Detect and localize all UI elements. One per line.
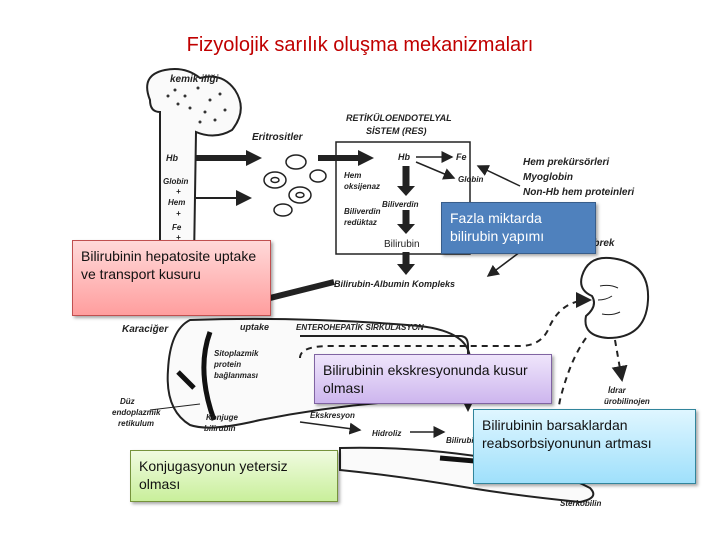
- intestine-shape: [339, 446, 595, 504]
- hepatocyte-membrane: [201, 331, 217, 421]
- label-biliverdin: Biliverdin: [382, 200, 419, 209]
- callout-hepatocyte-uptake: Bilirubinin hepatosite uptake ve transpo…: [72, 240, 271, 316]
- label-er-2: endoplazmik: [112, 408, 161, 417]
- label-conjugated-1: Konjuge: [206, 413, 239, 422]
- page-title: Fizyolojik sarılık oluşma mekanizmaları: [186, 34, 534, 56]
- label-left-plus-2: +: [176, 209, 181, 218]
- label-left-globin: Globin: [163, 177, 188, 186]
- label-left-fe: Fe: [172, 223, 182, 232]
- label-left-plus-3: +: [176, 233, 181, 242]
- label-res-title-2: SİSTEM (RES): [366, 126, 427, 136]
- label-myoglobin: Myoglobin: [523, 172, 573, 183]
- label-er-1: Düz: [120, 397, 135, 406]
- label-kidney: Böbrek: [580, 238, 615, 249]
- label-fe: Fe: [456, 152, 467, 162]
- label-stercobilin: Sterkobilin: [560, 499, 601, 508]
- label-left-hem: Hem: [168, 198, 185, 207]
- label-heme-oxygenase-2: oksijenaz: [344, 182, 380, 191]
- label-res-title-1: RETİKÜLOENDOTELYAL: [346, 113, 452, 123]
- label-erythrocytes: Eritrositler: [252, 132, 304, 143]
- label-non-hb: Non-Hb hem proteinleri: [523, 187, 634, 198]
- label-enterohepatic: ENTEROHEPATİK SİRKÜLASYON: [296, 323, 424, 332]
- label-left-hb: Hb: [166, 153, 178, 163]
- label-er-3: retikulum: [118, 419, 154, 428]
- callout-intestinal-reabsorption: Bilirubinin barsaklardan reabsorbsiyonun…: [473, 409, 696, 484]
- label-excretion: Ekskresyon: [310, 411, 355, 420]
- kidney-shape: [580, 256, 650, 340]
- callout-overproduction: Fazla miktarda bilirubin yapımı: [441, 202, 596, 254]
- erythrocyte-cells: [263, 154, 327, 217]
- label-heme-precursors: Hem prekürsörleri: [523, 157, 609, 168]
- label-bone-marrow: kemik iliği: [170, 74, 219, 85]
- label-cytoplasmic-1: Sitoplazmik: [214, 349, 259, 358]
- label-biliverdin-reductase-2: redüktaz: [344, 218, 377, 227]
- callout-conjugation: Konjugasyonun yetersiz olması: [130, 450, 338, 502]
- label-bilirubin: Bilirubin: [384, 239, 420, 250]
- label-hydrolysis: Hidroliz: [372, 429, 401, 438]
- label-hb: Hb: [398, 152, 410, 162]
- label-biliverdin-reductase-1: Biliverdin: [344, 207, 381, 216]
- label-bilirubin-gut: Bilirubin: [446, 436, 479, 445]
- label-urine-2: ürobilinojen: [604, 397, 650, 406]
- dashed-circulation: [299, 292, 592, 359]
- label-left-plus-1: +: [176, 187, 181, 196]
- label-liver: Karaciğer: [122, 324, 169, 335]
- bone-marrow-dots: [166, 86, 227, 124]
- label-cytoplasmic-2: protein: [213, 360, 241, 369]
- label-heme-oxygenase-1: Hem: [344, 171, 361, 180]
- bone-shape: [146, 68, 242, 261]
- label-bilirubin-albumin: Bilirubin-Albumin Kompleks: [334, 279, 455, 289]
- label-urine-1: İdrar: [608, 386, 627, 395]
- label-cytoplasmic-3: bağlanması: [214, 371, 259, 380]
- label-conjugated-2: bilirubin: [204, 424, 236, 433]
- label-globin: Globin: [458, 175, 483, 184]
- label-uptake: uptake: [240, 322, 269, 332]
- callout-excretion-defect: Bilirubinin ekskresyonunda kusur olması: [314, 354, 552, 404]
